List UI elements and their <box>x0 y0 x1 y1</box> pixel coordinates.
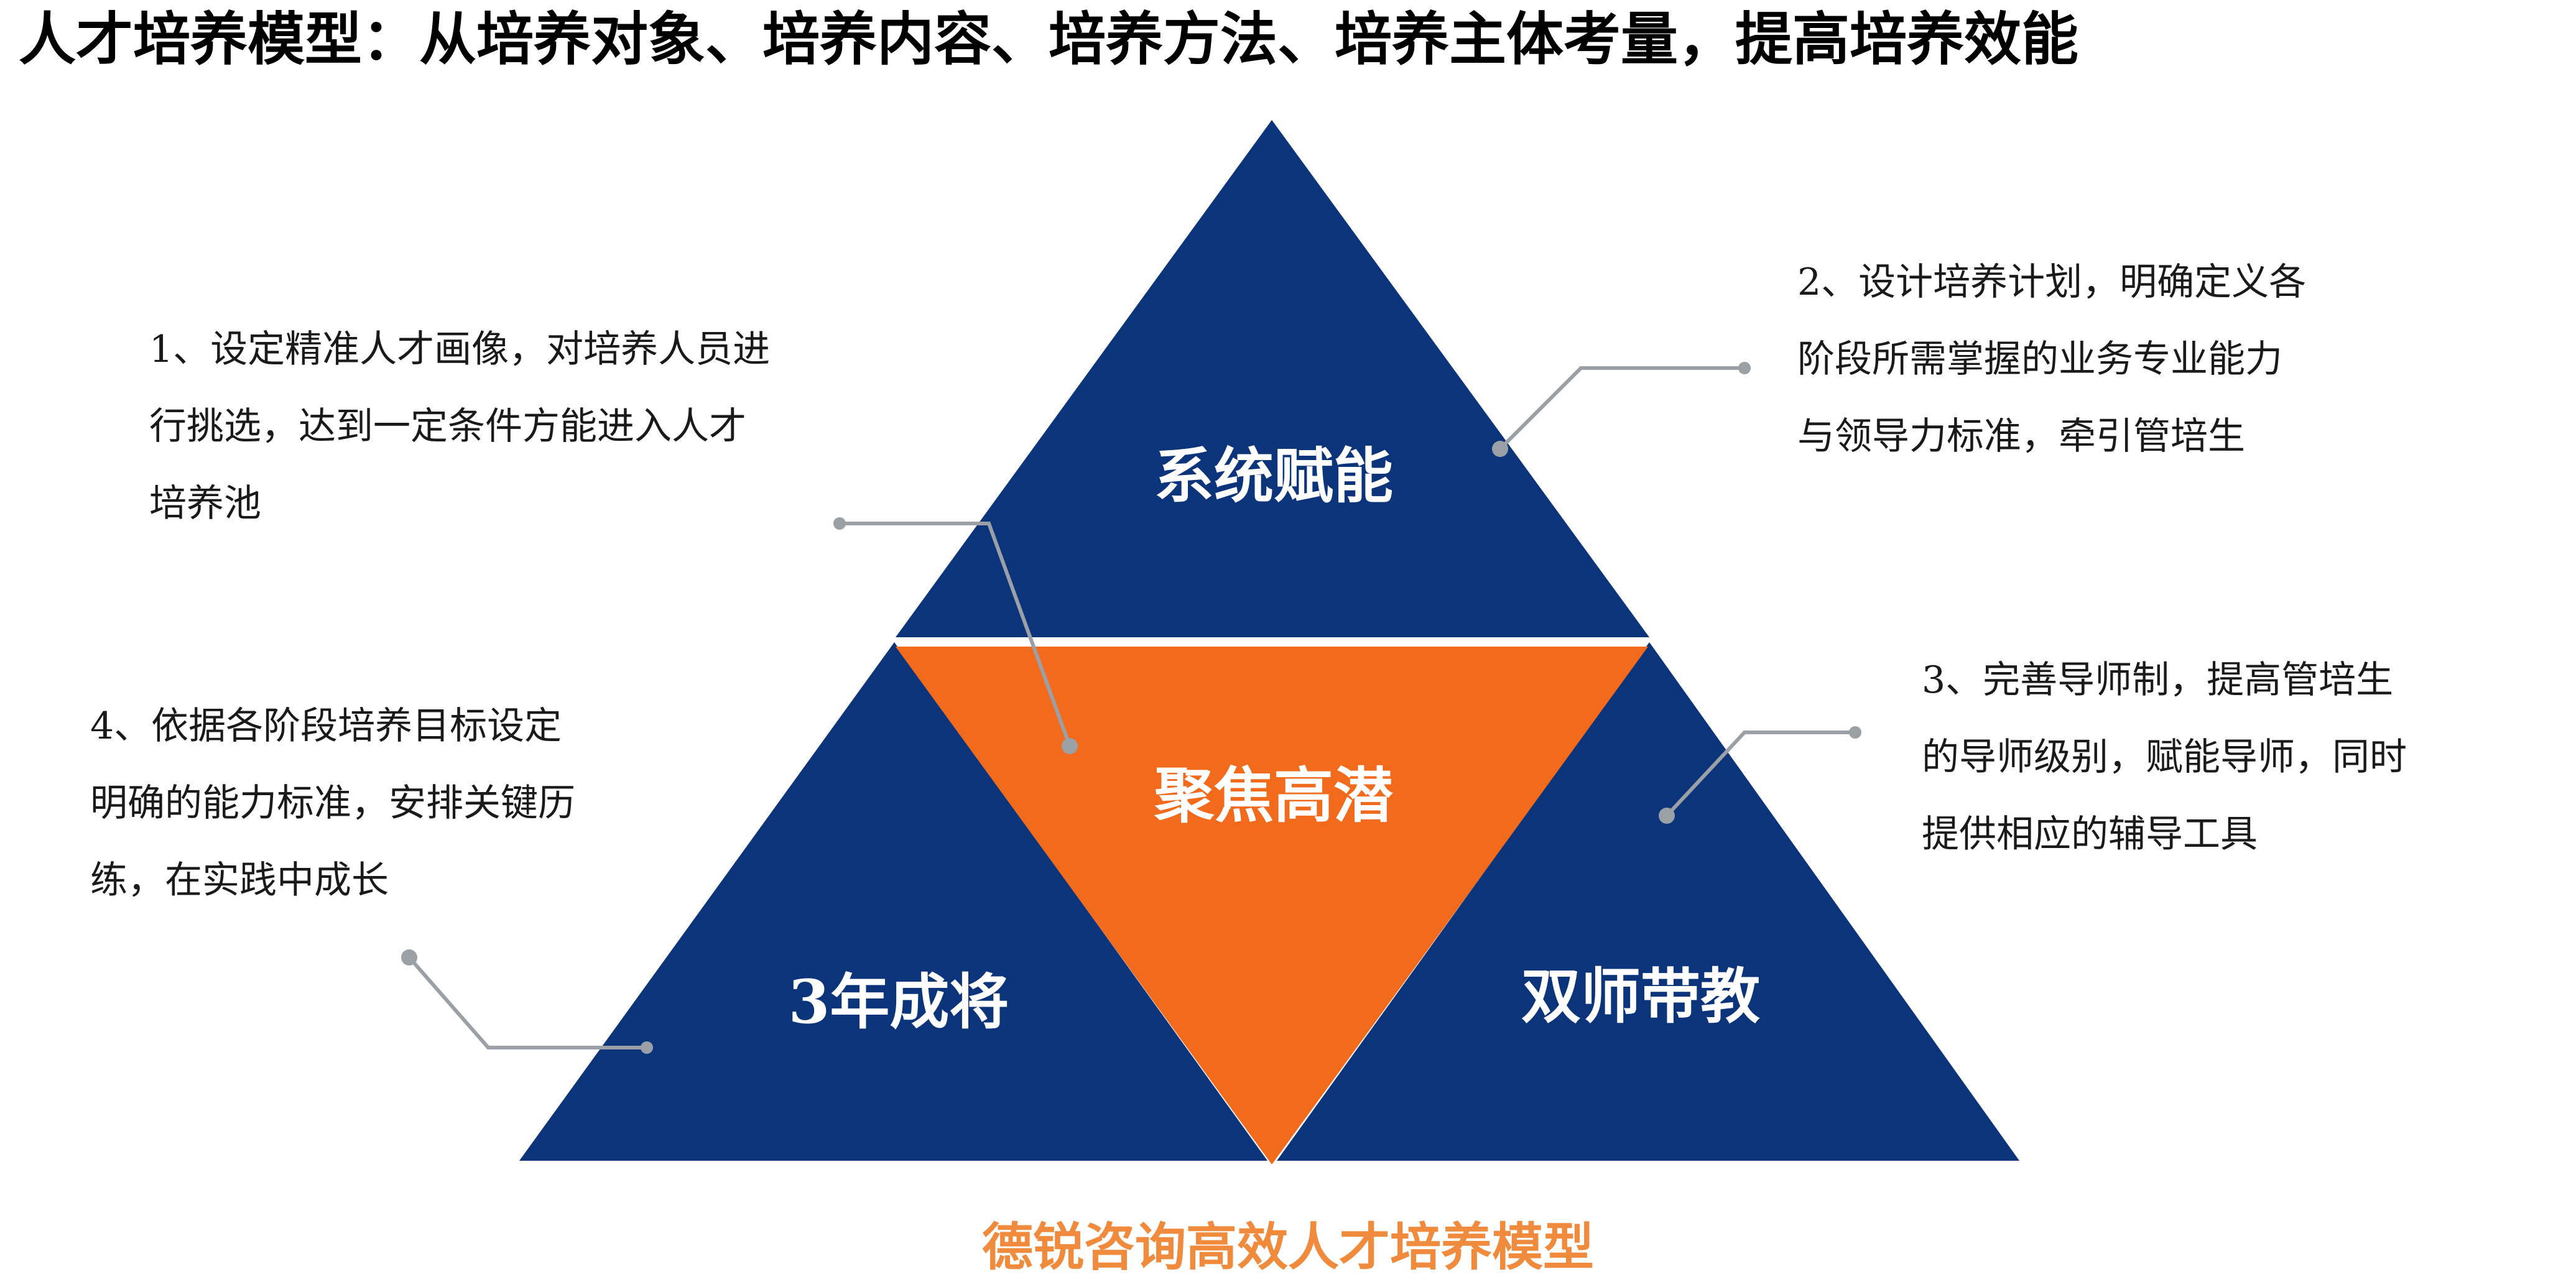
note-2: 2、设计培养计划，明确定义各 阶段所需掌握的业务专业能力 与领导力标准，牵引管培… <box>1797 244 2306 475</box>
connector-note-4-dot-end <box>641 1041 653 1054</box>
segment-left-triangle <box>519 642 1267 1161</box>
note-1-line-2: 行挑选，达到一定条件方能进入人才 <box>149 405 746 448</box>
label-left-segment: 3年成将 <box>788 967 1009 1037</box>
note-2-line-2: 阶段所需掌握的业务专业能力 <box>1797 338 2282 381</box>
segment-right-triangle <box>1277 642 2019 1161</box>
label-right-segment: 双师带教 <box>1521 961 1760 1031</box>
connector-note-1-dot-end <box>1062 738 1078 754</box>
segment-top-triangle <box>896 120 1649 637</box>
note-4-line-1: 4、依据各阶段培养目标设定 <box>90 704 562 748</box>
note-2-line-3: 与领导力标准，牵引管培生 <box>1797 415 2245 458</box>
connector-note-1-dot-start <box>833 517 846 530</box>
connector-note-2 <box>1498 366 1744 451</box>
connector-note-3-dot-end <box>1849 726 1861 739</box>
connector-note-2-dot-start <box>1492 441 1508 457</box>
note-3: 3、完善导师制，提高管培生 的导师级别，赋能导师，同时 提供相应的辅导工具 <box>1922 642 2407 873</box>
connector-note-3 <box>1665 731 1855 818</box>
connector-note-2-dot-end <box>1738 362 1751 374</box>
note-1: 1、设定精准人才画像，对培养人员进 行挑选，达到一定条件方能进入人才 培养池 <box>149 311 770 542</box>
connector-note-1 <box>840 522 1072 747</box>
connector-note-4-dot-start <box>401 949 417 966</box>
diagram-caption: 德锐咨询高效人才培养模型 <box>981 1217 1595 1277</box>
note-4-line-3: 练，在实践中成长 <box>90 859 389 902</box>
label-center-segment: 聚焦高潜 <box>1154 760 1393 831</box>
connector-note-3-dot-start <box>1659 808 1675 824</box>
label-top-segment: 系统赋能 <box>1154 441 1393 511</box>
note-3-line-3: 提供相应的辅导工具 <box>1922 813 2258 856</box>
connector-note-4 <box>407 956 647 1049</box>
note-2-line-1: 2、设计培养计划，明确定义各 <box>1797 260 2307 304</box>
segment-center-triangle <box>896 647 1648 1164</box>
note-1-line-3: 培养池 <box>149 482 261 525</box>
note-4: 4、依据各阶段培养目标设定 明确的能力标准，安排关键历 练，在实践中成长 <box>90 688 575 919</box>
page-title: 人才培养模型：从培养对象、培养内容、培养方法、培养主体考量，提高培养效能 <box>19 6 2079 73</box>
note-3-line-1: 3、完善导师制，提高管培生 <box>1922 658 2394 702</box>
note-3-line-2: 的导师级别，赋能导师，同时 <box>1922 735 2407 779</box>
note-1-line-1: 1、设定精准人才画像，对培养人员进 <box>149 328 771 371</box>
note-4-line-2: 明确的能力标准，安排关键历 <box>90 781 575 825</box>
